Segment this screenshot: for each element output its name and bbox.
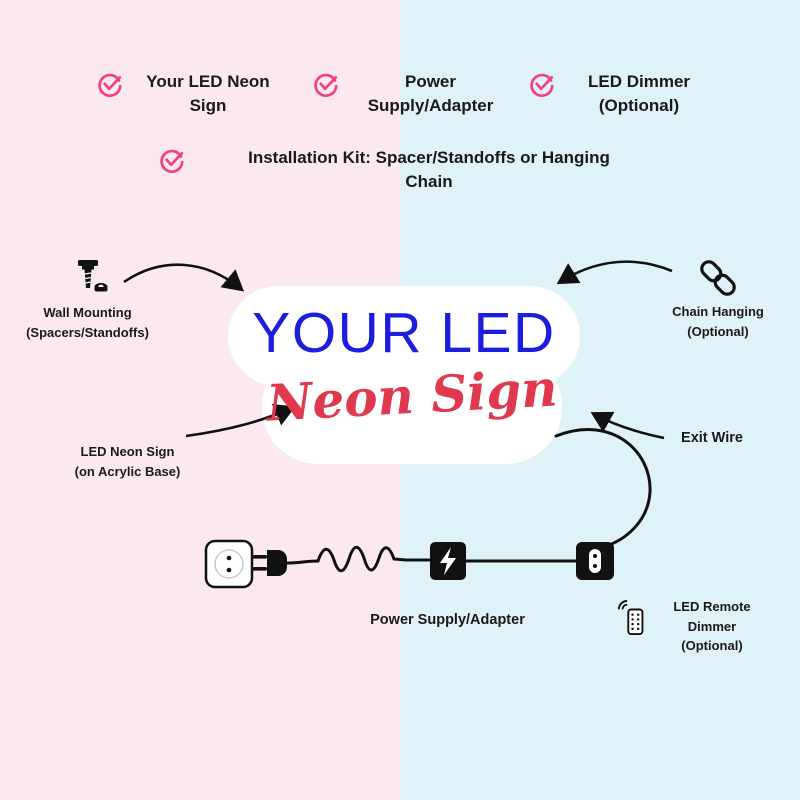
checklist-line: Chain [405, 171, 453, 191]
check-icon [158, 147, 185, 174]
callout-line: Chain Hanging [672, 304, 764, 319]
callout-remote-dimmer: LED Remote Dimmer (Optional) [652, 597, 772, 656]
callout-line: (on Acrylic Base) [74, 463, 181, 479]
checklist-item-power-supply: Power Supply/Adapter [312, 70, 513, 118]
callout-line: LED Neon Sign [80, 444, 175, 459]
callout-power-supply: Power Supply/Adapter [335, 610, 560, 632]
callout-line: (Optional) [681, 638, 743, 653]
callout-line: Wall Mounting [43, 305, 132, 320]
arrow-led-neon-sign [185, 403, 296, 438]
callout-line: Power Supply/Adapter [370, 612, 525, 628]
check-icon [528, 71, 555, 98]
checklist-label: Power Supply/Adapter [348, 70, 513, 118]
callout-chain-hanging: Chain Hanging (Optional) [638, 302, 798, 341]
callout-line: LED Remote [673, 599, 751, 614]
arrow-exit-wire [590, 411, 665, 440]
checklist-item-dimmer: LED Dimmer (Optional) [528, 70, 714, 118]
remote-icon [616, 598, 650, 643]
callout-wall-mounting: Wall Mounting (Spacers/Standoffs) [5, 303, 170, 342]
checklist-line: Your LED Neon [146, 72, 270, 91]
power-cable-squiggle [316, 545, 432, 573]
checklist-line: Sign [189, 95, 227, 115]
callout-led-neon-sign: LED Neon Sign (on Acrylic Base) [40, 442, 215, 481]
exit-wire-cable [554, 428, 652, 548]
checklist-line: Power [404, 72, 457, 91]
checklist-line: Installation Kit: Spacer/Standoffs or Ha… [248, 148, 610, 167]
wall-socket-icon [204, 539, 254, 589]
checklist-label: Your LED Neon Sign [132, 70, 284, 118]
chain-link-icon [696, 256, 740, 305]
screw-icon [72, 258, 112, 303]
checklist-line: LED Dimmer [587, 72, 691, 91]
checklist-label: Installation Kit: Spacer/Standoffs or Ha… [194, 146, 664, 194]
power-adapter-icon [430, 542, 466, 580]
callout-line: (Spacers/Standoffs) [26, 324, 149, 340]
checklist-line: Supply/Adapter [367, 95, 494, 115]
checklist-label: LED Dimmer (Optional) [564, 70, 714, 118]
checklist-item-neon-sign: Your LED Neon Sign [96, 70, 284, 118]
checklist-item-installation-kit: Installation Kit: Spacer/Standoffs or Ha… [158, 146, 664, 194]
arrow-wall-mounting [123, 263, 245, 292]
callout-line: Dimmer [687, 618, 737, 634]
checklist-line: (Optional) [598, 95, 680, 115]
sign-blob-bottom [262, 350, 562, 464]
check-icon [96, 71, 123, 98]
callout-line: (Optional) [687, 323, 749, 339]
callout-exit-wire: Exit Wire [662, 428, 762, 450]
sign-title: YOUR LED [252, 301, 556, 365]
dimmer-switch-icon [576, 542, 614, 580]
arrow-chain-hanging [556, 260, 673, 285]
check-icon [312, 71, 339, 98]
plug-icon [252, 550, 320, 576]
callout-line: Exit Wire [681, 430, 743, 446]
